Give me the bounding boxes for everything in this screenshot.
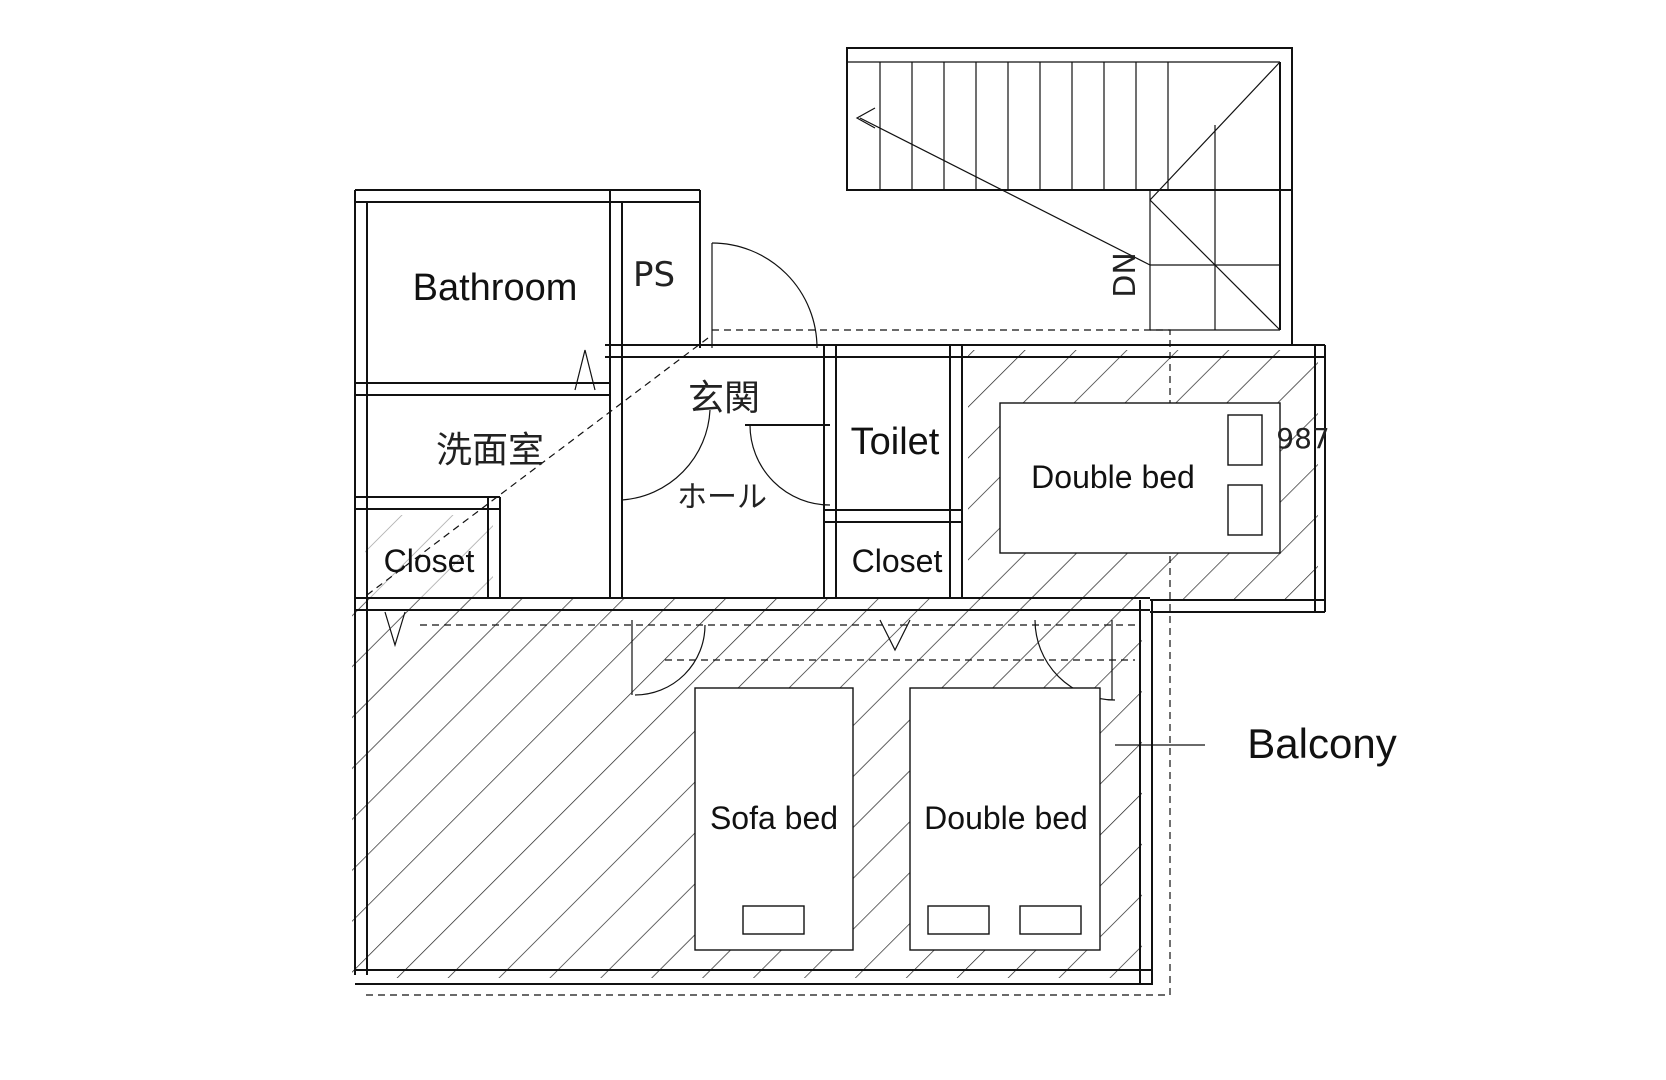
bed-upper: Double bed (999, 402, 1281, 554)
room-label-entrance: 玄関 (688, 378, 760, 419)
room-label-closet-left: Closet (384, 543, 475, 579)
bed-lower-label: Double bed (924, 800, 1088, 836)
bed-lower: Double bed (909, 687, 1101, 951)
door-swings (384, 242, 1116, 701)
room-label-closet-middle: Closet (852, 543, 943, 579)
hatched-closet-left (365, 515, 493, 597)
room-label-bathroom: Bathroom (413, 267, 578, 309)
room-label-ps: PS (633, 255, 675, 295)
room-label-toilet: Toilet (851, 421, 940, 463)
dimension-label: 987 (1276, 422, 1329, 455)
room-label-hall: ホール (677, 480, 767, 515)
bed-upper-label: Double bed (1031, 459, 1195, 495)
dashed-outlines (362, 329, 1171, 996)
room-label-balcony: Balcony (1247, 720, 1396, 767)
room-label-washroom: 洗面室 (436, 430, 544, 471)
outer-walls (354, 189, 1326, 985)
interior-walls (355, 190, 963, 598)
sofa-bed-label: Sofa bed (710, 800, 838, 836)
stairs-dn-label: DN (1108, 252, 1143, 298)
sofa-bed: Sofa bed (694, 687, 854, 951)
staircase (846, 47, 1293, 345)
